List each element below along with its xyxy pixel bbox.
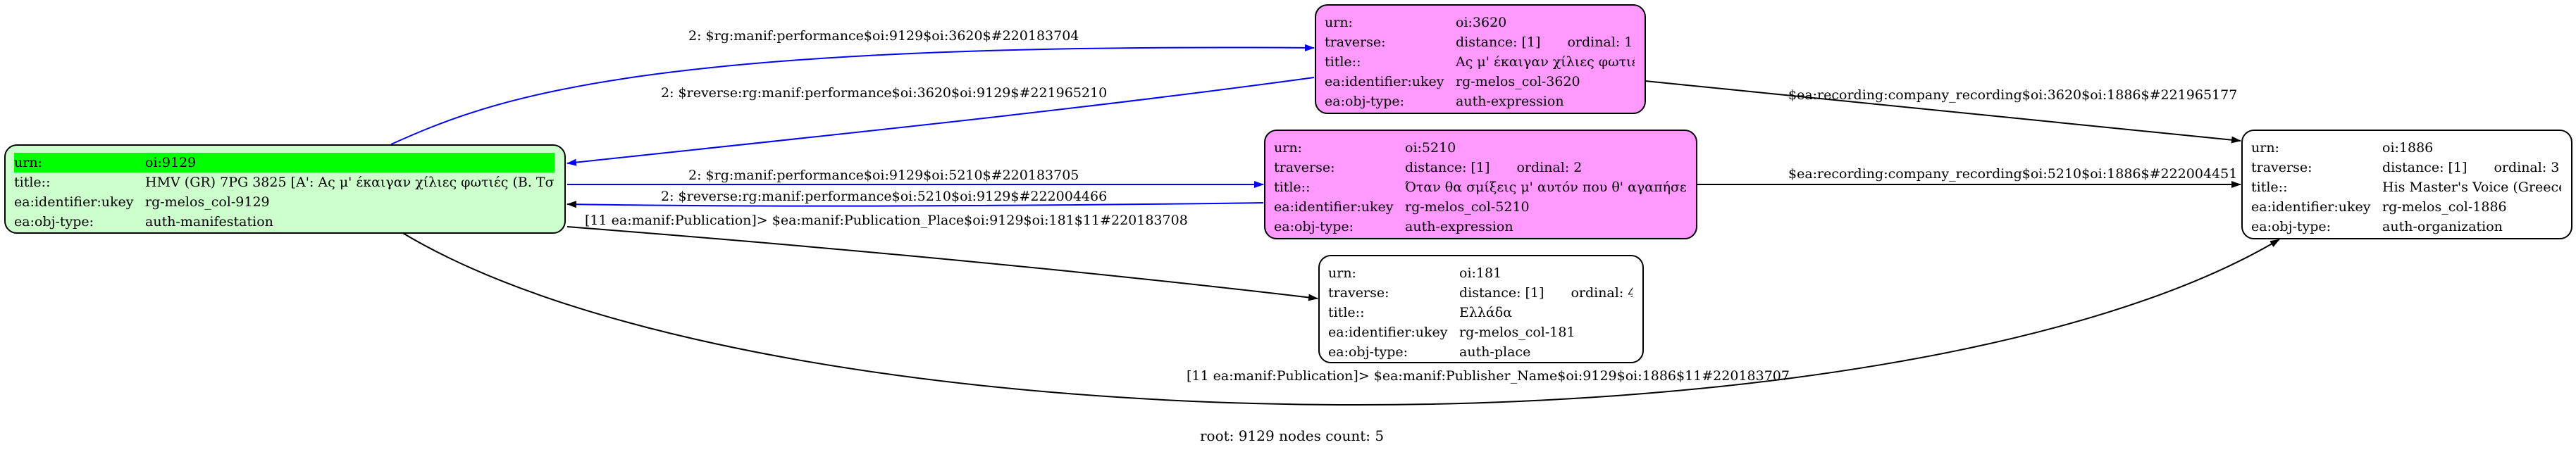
node-key: ea:obj-type: [1328,344,1408,360]
node-key: ea:identifier:ukey [14,194,134,210]
node-type-row: ea:obj-type: auth-expression [1274,217,1686,237]
node-key: urn: [1325,15,1353,30]
edge-9129-to-181 [566,226,1318,301]
edge-label: 2: $reverse:rg:manif:performance$oi:5210… [661,189,1108,204]
node-ordinal: ordinal: 1 [1567,34,1633,50]
node-ordinal: ordinal: 4 [1571,285,1633,301]
node-title-row: title::His Master's Voice (Greece) [2251,177,2561,197]
node-title-row: title::Ας μ' έκαιγαν χίλιες φωτιές [1325,52,1635,72]
node-key: ea:identifier:ukey [2251,199,2371,215]
node-urn: oi:3620 [1456,15,1507,30]
node-key: traverse: [1325,34,1386,50]
node-key: ea:obj-type: [1274,219,1354,234]
node-type-row: ea:obj-type: auth-place [1328,342,1633,362]
node-ukey: rg-melos_col-3620 [1456,74,1580,89]
node-key: title:: [1328,305,1365,320]
node-oi-1886[interactable]: urn: oi:1886 traverse: distance: [1] ordina… [2241,130,2572,239]
node-key: ea:obj-type: [14,214,94,230]
node-key: title:: [1274,180,1311,195]
node-type: auth-expression [1456,94,1564,109]
node-urn: oi:181 [1459,265,1502,281]
node-ukey-row: ea:identifier:ukey rg-melos_col-3620 [1325,72,1635,92]
node-urn-row: urn: oi:181 [1328,263,1633,283]
node-type: auth-organization [2382,219,2503,234]
edge-label: [11 ea:manif:Publication]> $ea:manif:Pub… [1187,368,1790,384]
edge-9129-to-3620 [390,44,1315,145]
edge-label: 2: $rg:manif:performance$oi:9129$oi:3620… [688,28,1079,44]
node-oi-9129[interactable]: urn: oi:9129 title::HMV (GR) 7PG 3825 [Α'… [4,144,566,234]
node-distance: distance: [1] [1456,34,1541,50]
node-key: ea:identifier:ukey [1274,199,1394,215]
edge-label: $ea:recording:company_recording$oi:3620$… [1788,87,2238,103]
node-urn-row: urn: oi:1886 [2251,138,2561,158]
node-traverse-row: traverse: distance: [1] ordinal: 2 [1274,158,1686,177]
node-key: title:: [2251,180,2288,195]
node-urn-row: urn: oi:9129 [14,153,555,172]
node-title: His Master's Voice (Greece) [2382,180,2561,195]
node-oi-5210[interactable]: urn: oi:5210 traverse: distance: [1] ordina… [1264,130,1697,239]
node-urn: oi:9129 [145,155,197,170]
node-type: auth-manifestation [145,214,273,230]
edge-label: $ea:recording:company_recording$oi:5210$… [1788,166,2238,182]
node-distance: distance: [1] [1459,285,1544,301]
node-key: urn: [14,155,42,170]
node-ukey: rg-melos_col-9129 [145,194,270,210]
node-urn: oi:5210 [1405,140,1456,156]
node-oi-181[interactable]: urn: oi:181 traverse: distance: [1] ordinal… [1318,255,1644,363]
graph-footer: root: 9129 nodes count: 5 [1200,427,1385,444]
node-ordinal: ordinal: 3 [2494,160,2560,175]
node-type-row: ea:obj-type: auth-manifestation [14,212,555,232]
edge-label: 2: $reverse:rg:manif:performance$oi:3620… [661,85,1108,101]
node-ordinal: ordinal: 2 [1516,160,1583,175]
node-title: Όταν θα σμίξεις μ' αυτόν που θ' αγαπήσει… [1405,180,1686,195]
node-title: HMV (GR) 7PG 3825 [Α': Ας μ' έκαιγαν χίλ… [145,175,555,190]
node-urn: oi:1886 [2382,140,2434,156]
node-ukey: rg-melos_col-181 [1459,325,1575,340]
node-ukey-row: ea:identifier:ukey rg-melos_col-181 [1328,322,1633,342]
edge-5210-to-9129 [566,201,1264,208]
node-title-row: title::Όταν θα σμίξεις μ' αυτόν που θ' α… [1274,177,1686,197]
node-key: ea:obj-type: [1325,94,1405,109]
edge-9129-to-1886 [401,232,2280,406]
node-ukey-row: ea:identifier:ukey rg-melos_col-5210 [1274,197,1686,217]
node-title: Ας μ' έκαιγαν χίλιες φωτιές [1456,54,1635,70]
node-key: title:: [1325,54,1361,70]
node-traverse-row: traverse: distance: [1] ordinal: 3 [2251,158,2561,177]
node-traverse-row: traverse: distance: [1] ordinal: 1 [1325,32,1635,52]
node-type-row: ea:obj-type: auth-organization [2251,217,2561,237]
node-urn-row: urn: oi:3620 [1325,13,1635,32]
node-key: traverse: [1328,285,1389,301]
node-ukey-row: ea:identifier:ukey rg-melos_col-9129 [14,192,555,212]
edge-label: [11 ea:manif:Publication]> $ea:manif:Pub… [585,213,1188,228]
node-key: ea:identifier:ukey [1328,325,1448,340]
node-urn-row: urn: oi:5210 [1274,138,1686,158]
node-ukey-row: ea:identifier:ukey rg-melos_col-1886 [2251,197,2561,217]
node-distance: distance: [1] [2382,160,2467,175]
node-key: urn: [1274,140,1302,156]
node-title-row: title::Ελλάδα [1328,303,1633,322]
edge-3620-to-9129 [566,77,1315,166]
node-key: urn: [2251,140,2279,156]
node-key: ea:identifier:ukey [1325,74,1444,89]
node-traverse-row: traverse: distance: [1] ordinal: 4 [1328,283,1633,303]
node-ukey: rg-melos_col-5210 [1405,199,1530,215]
node-key: traverse: [1274,160,1335,175]
node-key: title:: [14,175,51,190]
node-title: Ελλάδα [1459,305,1513,320]
node-key: traverse: [2251,160,2312,175]
node-type: auth-expression [1405,219,1513,234]
node-type: auth-place [1459,344,1531,360]
node-key: ea:obj-type: [2251,219,2332,234]
edge-label: 2: $rg:manif:performance$oi:9129$oi:5210… [688,168,1079,183]
node-ukey: rg-melos_col-1886 [2382,199,2507,215]
node-title-row: title::HMV (GR) 7PG 3825 [Α': Ας μ' έκαι… [14,172,555,192]
node-distance: distance: [1] [1405,160,1490,175]
node-oi-3620[interactable]: urn: oi:3620 traverse: distance: [1] ordina… [1315,4,1646,114]
node-type-row: ea:obj-type: auth-expression [1325,92,1635,111]
node-key: urn: [1328,265,1356,281]
